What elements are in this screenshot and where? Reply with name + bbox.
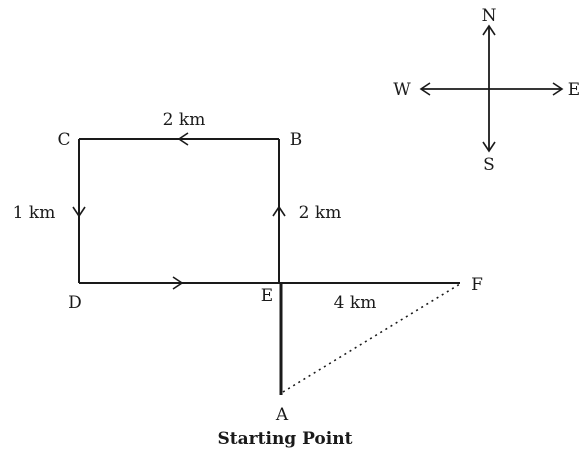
south-arrow-icon	[482, 141, 496, 153]
route-path	[72, 132, 461, 395]
point-label-f: F	[471, 275, 483, 295]
distance-label-ef: 4 km	[334, 293, 377, 313]
starting-point-caption: Starting Point	[218, 429, 353, 449]
distance-label-cb: 2 km	[163, 110, 206, 130]
distance-label-eb: 2 km	[299, 203, 342, 223]
distance-label-dc: 1 km	[13, 203, 56, 223]
compass-rose: N S W E	[393, 6, 580, 175]
west-arrow-icon	[419, 82, 431, 96]
segment-af-dotted	[282, 283, 461, 393]
point-label-c: C	[57, 130, 70, 150]
compass-north-label: N	[482, 6, 497, 26]
compass-west-label: W	[393, 80, 411, 100]
direction-left-arrow-icon	[177, 132, 189, 146]
north-arrow-icon	[482, 24, 496, 36]
east-arrow-icon	[552, 82, 564, 96]
point-label-e: E	[261, 286, 273, 306]
point-label-d: D	[68, 293, 82, 313]
point-label-a: A	[275, 405, 289, 425]
direction-down-arrow-icon	[72, 206, 86, 218]
compass-south-label: S	[483, 155, 495, 175]
point-label-b: B	[290, 130, 303, 150]
direction-right-arrow-icon	[172, 276, 184, 290]
compass-east-label: E	[568, 80, 580, 100]
direction-up-arrow-icon	[272, 205, 286, 217]
